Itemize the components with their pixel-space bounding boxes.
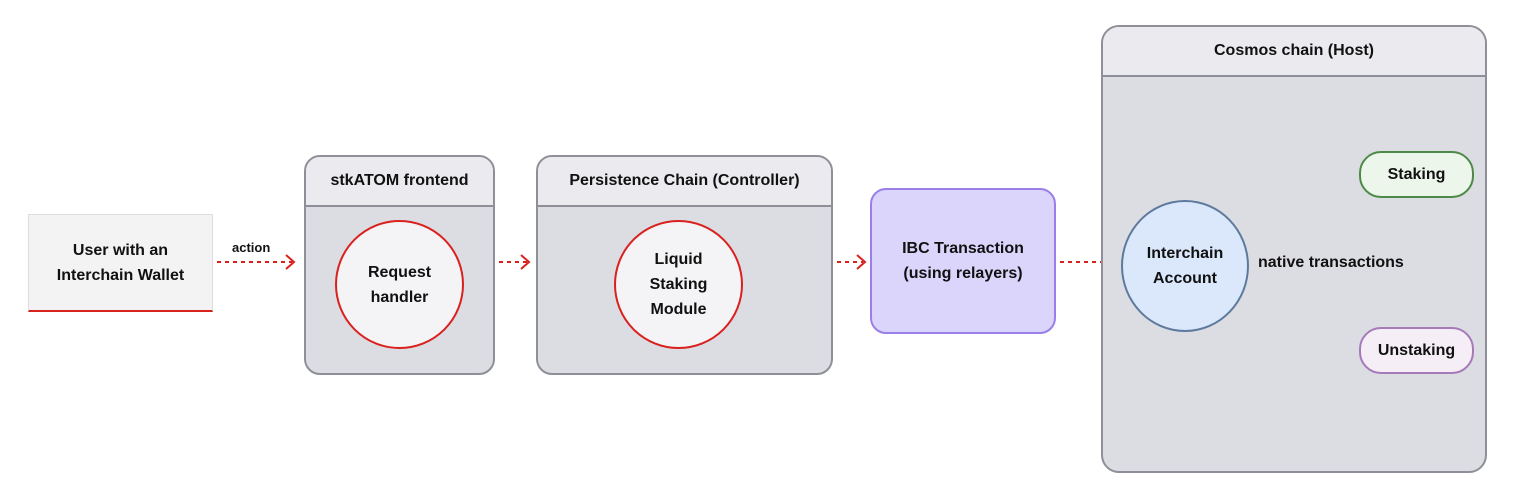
user-label-line2: Interchain Wallet <box>56 266 185 284</box>
lsm-line2: Staking <box>649 276 708 293</box>
request-handler-node: Request handler <box>335 220 464 349</box>
dashed-arrow-frontend-to-persistence <box>499 254 531 270</box>
request-handler-line1: Request <box>367 263 432 281</box>
liquid-staking-module-node: Liquid Staking Module <box>614 220 743 349</box>
frontend-panel-title: stkATOM frontend <box>306 157 493 207</box>
cosmos-panel-title: Cosmos chain (Host) <box>1103 27 1485 77</box>
ibc-line1: IBC Transaction <box>902 240 1024 257</box>
lsm-line3: Module <box>650 301 707 318</box>
persistence-panel-title: Persistence Chain (Controller) <box>538 157 831 207</box>
dashed-arrow-user-to-frontend <box>217 254 296 270</box>
staking-node: Staking <box>1359 151 1474 198</box>
dashed-arrow-persistence-to-ibc <box>837 254 867 270</box>
persistence-chain-panel: Persistence Chain (Controller) <box>536 155 833 375</box>
ica-line1: Interchain <box>1146 245 1224 262</box>
action-edge-label: action <box>232 240 271 255</box>
ica-line2: Account <box>1153 270 1217 287</box>
ibc-transaction-node: IBC Transaction (using relayers) <box>870 188 1056 334</box>
unstaking-node: Unstaking <box>1359 327 1474 374</box>
user-label-line1: User with an <box>72 241 169 259</box>
cosmos-chain-panel: Cosmos chain (Host) <box>1101 25 1487 473</box>
ibc-line2: (using relayers) <box>903 265 1023 282</box>
lsm-line1: Liquid <box>654 251 703 268</box>
user-wallet-node: User with an Interchain Wallet <box>28 214 213 312</box>
request-handler-line2: handler <box>370 288 429 306</box>
native-transactions-label: native transactions <box>1258 254 1404 271</box>
interchain-account-node: Interchain Account <box>1121 200 1249 332</box>
